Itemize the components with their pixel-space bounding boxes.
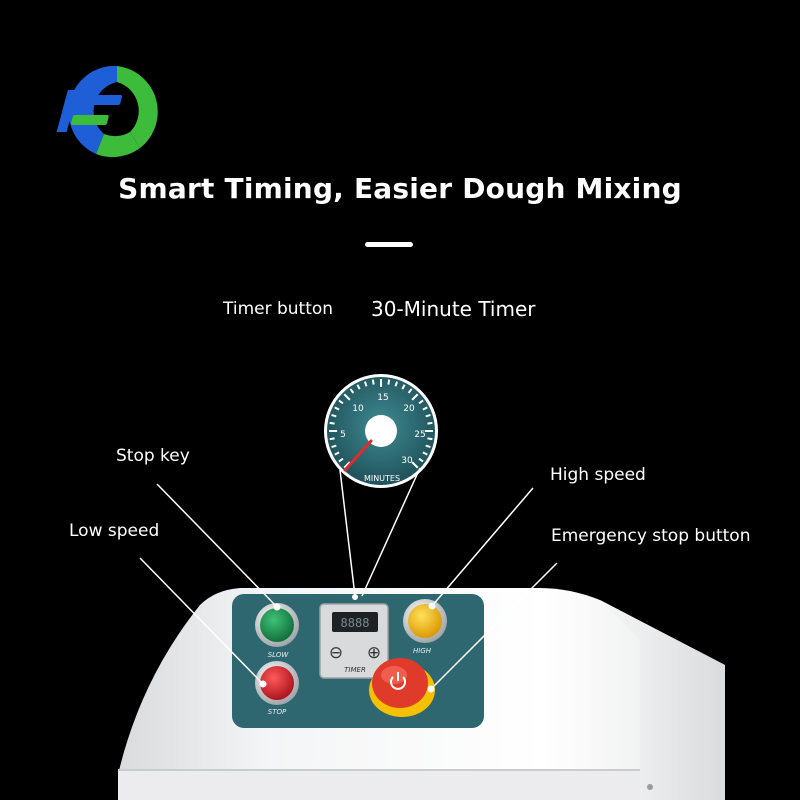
leader-endpoints bbox=[259, 594, 436, 693]
dial-tick-mark bbox=[425, 413, 431, 418]
dial-tick-5: 5 bbox=[340, 430, 346, 440]
timer-display-digits: 8888 bbox=[341, 616, 370, 630]
dial-tick-30: 30 bbox=[401, 456, 413, 466]
dial-tick-mark bbox=[387, 379, 391, 385]
dial-needle bbox=[343, 439, 373, 472]
stop-label: STOP bbox=[268, 708, 287, 716]
slow-button[interactable] bbox=[255, 603, 299, 647]
timer-module bbox=[319, 603, 389, 679]
leader-lines bbox=[139, 467, 558, 690]
callout-stop-key: Stop key bbox=[116, 446, 190, 466]
dial-tick-mark bbox=[363, 381, 368, 387]
subtitle-timer-button: Timer button bbox=[223, 299, 334, 319]
stop-button[interactable] bbox=[255, 661, 299, 705]
emergency-stop-button[interactable] bbox=[369, 658, 435, 717]
screw-icon bbox=[647, 784, 653, 790]
dial-tick-mark bbox=[422, 406, 428, 411]
subtitle-30-minute-timer: 30-Minute Timer bbox=[371, 297, 536, 321]
dial-tick-mark bbox=[371, 379, 375, 385]
timer-dial bbox=[324, 374, 438, 488]
timer-plus-button[interactable]: ⊕ bbox=[367, 643, 381, 663]
machine-bottom-lip bbox=[118, 770, 640, 800]
dial-tick-mark bbox=[422, 451, 428, 456]
dial-tick-mark bbox=[394, 381, 399, 387]
page-title: Smart Timing, Easier Dough Mixing bbox=[118, 172, 682, 205]
dial-tick-mark bbox=[411, 461, 419, 469]
machine-side-right bbox=[600, 600, 725, 800]
dial-tick-10: 10 bbox=[352, 404, 364, 414]
timer-label: TIMER bbox=[344, 666, 366, 674]
dial-tick-20: 20 bbox=[403, 404, 415, 414]
brand-logo bbox=[56, 65, 158, 158]
dial-tick-mark bbox=[411, 393, 419, 401]
dial-tick-mark bbox=[427, 437, 433, 441]
dial-tick-mark bbox=[334, 406, 340, 411]
slow-label: SLOW bbox=[268, 651, 290, 659]
dial-tick-mark bbox=[343, 393, 351, 401]
dial-tick-25: 25 bbox=[414, 430, 425, 440]
dial-tick-mark bbox=[407, 388, 413, 394]
dial-tick-mark bbox=[401, 384, 406, 390]
dial-tick-mark bbox=[349, 388, 355, 394]
dial-tick-mark bbox=[338, 457, 344, 463]
dial-tick-mark bbox=[425, 444, 431, 449]
timer-display bbox=[332, 612, 378, 632]
dial-tick-mark bbox=[356, 384, 361, 390]
dial-unit-label: MINUTES bbox=[364, 474, 400, 483]
dial-tick-mark bbox=[334, 451, 340, 456]
callout-high-speed: High speed bbox=[550, 465, 646, 485]
callout-emergency-stop: Emergency stop button bbox=[551, 526, 751, 546]
dial-tick-mark bbox=[331, 444, 337, 449]
dial-tick-mark bbox=[427, 421, 433, 425]
title-divider bbox=[365, 242, 413, 247]
dial-tick-mark bbox=[329, 437, 335, 441]
high-label: HIGH bbox=[413, 647, 432, 655]
dial-tick-mark bbox=[338, 399, 344, 405]
dial-tick-mark bbox=[343, 461, 351, 469]
dial-tick-mark bbox=[418, 457, 424, 463]
dial-knob bbox=[365, 415, 397, 447]
timer-minus-button[interactable]: ⊖ bbox=[329, 643, 343, 663]
callout-low-speed: Low speed bbox=[69, 521, 160, 541]
high-button[interactable] bbox=[403, 599, 447, 643]
dial-tick-15: 15 bbox=[377, 393, 388, 403]
dial-tick-mark bbox=[329, 421, 335, 425]
dial-tick-mark bbox=[418, 399, 424, 405]
dial-tick-mark bbox=[331, 413, 337, 418]
